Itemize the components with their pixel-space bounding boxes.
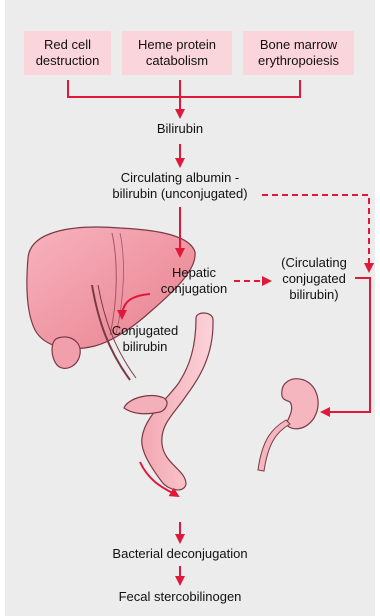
circulating-conj-line: conjugated (266, 271, 362, 287)
circulating-conj-line: bilirubin) (266, 287, 362, 303)
bacterial-deconjugation-label: Bacterial deconjugation (90, 546, 270, 562)
source-line: erythropoiesis (258, 53, 339, 69)
hepatic-line: Hepatic (148, 265, 240, 281)
source-line: Red cell (36, 37, 100, 53)
gallbladder (52, 337, 80, 368)
hepatic-line: conjugation (148, 281, 240, 297)
albumin-line: bilirubin (unconjugated) (90, 186, 270, 202)
merge-line (68, 80, 300, 97)
source-line: destruction (36, 53, 100, 69)
circulating-conj-line: (Circulating (266, 255, 362, 271)
source-line: Heme protein (138, 37, 216, 53)
bilirubin-label: Bilirubin (130, 121, 230, 137)
hepatic-conjugation-label: Hepatic conjugation (148, 265, 240, 297)
conjugated-line: bilirubin (100, 339, 190, 355)
albumin-bilirubin-label: Circulating albumin - bilirubin (unconju… (90, 170, 270, 202)
fecal-stercobilinogen-label: Fecal stercobilinogen (90, 589, 270, 605)
source-line: catabolism (138, 53, 216, 69)
source-line: Bone marrow (258, 37, 339, 53)
albumin-line: Circulating albumin - (90, 170, 270, 186)
circulating-conjugated-label: (Circulating conjugated bilirubin) (266, 255, 362, 303)
kidney (258, 379, 318, 471)
conjugated-bilirubin-label: Conjugated bilirubin (100, 323, 190, 355)
conjugated-line: Conjugated (100, 323, 190, 339)
